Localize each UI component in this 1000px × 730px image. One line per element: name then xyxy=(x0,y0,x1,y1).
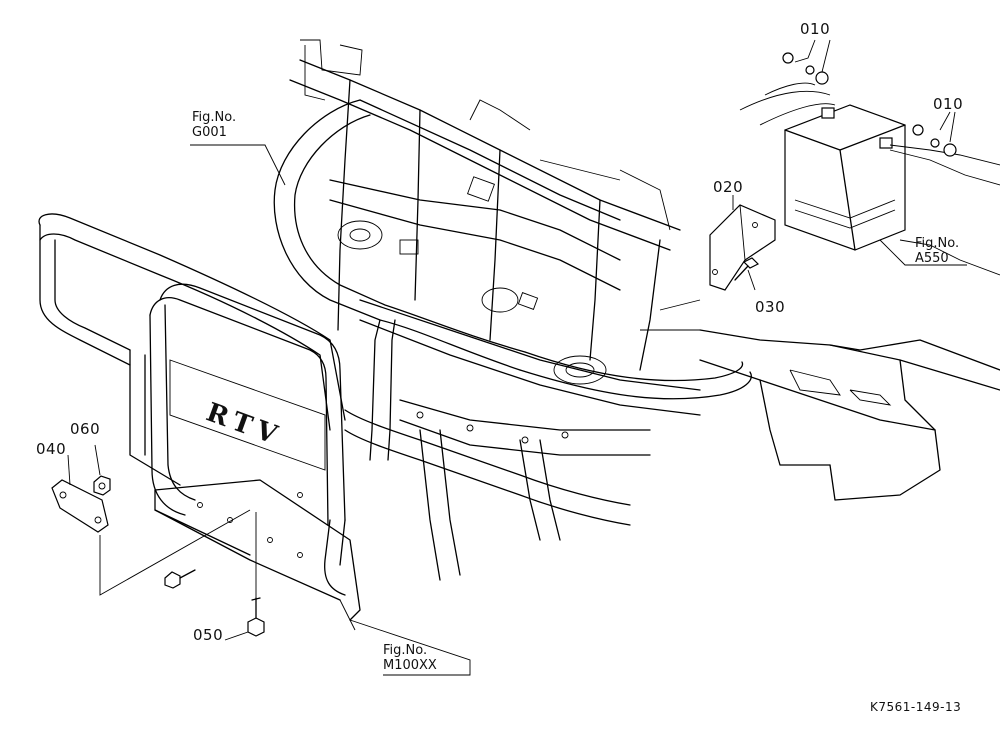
fig-ref-a550-code: A550 xyxy=(915,251,949,266)
part-label-010-upper: 010 xyxy=(800,20,831,38)
main-frame xyxy=(289,39,701,581)
fig-ref-m100xx-code: M100XX xyxy=(383,658,437,673)
part-label-060: 060 xyxy=(70,420,101,438)
fig-ref-a550-title: Fig.No. xyxy=(915,236,960,251)
fig-ref-m100xx: Fig.No. M100XX xyxy=(383,643,437,673)
leader-lines xyxy=(67,39,967,676)
front-bumper xyxy=(38,213,631,631)
fig-ref-g001: Fig.No. G001 xyxy=(192,110,236,140)
fig-ref-g001-code: G001 xyxy=(192,125,227,140)
fig-ref-g001-title: Fig.No. xyxy=(192,110,237,125)
bolt-050 xyxy=(164,569,265,637)
bolt-030 xyxy=(734,257,760,281)
part-label-030: 030 xyxy=(755,298,786,316)
floor-panel xyxy=(640,329,1000,501)
upper-tube-loop xyxy=(273,99,752,461)
fig-ref-m100xx-title: Fig.No. xyxy=(383,643,428,658)
terminal-bolts-010 xyxy=(782,52,957,157)
part-label-040: 040 xyxy=(36,440,67,458)
battery xyxy=(739,82,1000,276)
bracket-040 xyxy=(51,479,109,533)
part-label-010-right: 010 xyxy=(933,95,964,113)
nut-060 xyxy=(93,475,111,496)
part-label-020: 020 xyxy=(713,178,744,196)
fig-ref-a550: Fig.No. A550 xyxy=(915,236,959,266)
part-label-050: 050 xyxy=(193,626,224,644)
diagram-code: K7561-149-13 xyxy=(870,700,962,714)
bracket-020 xyxy=(709,204,776,291)
